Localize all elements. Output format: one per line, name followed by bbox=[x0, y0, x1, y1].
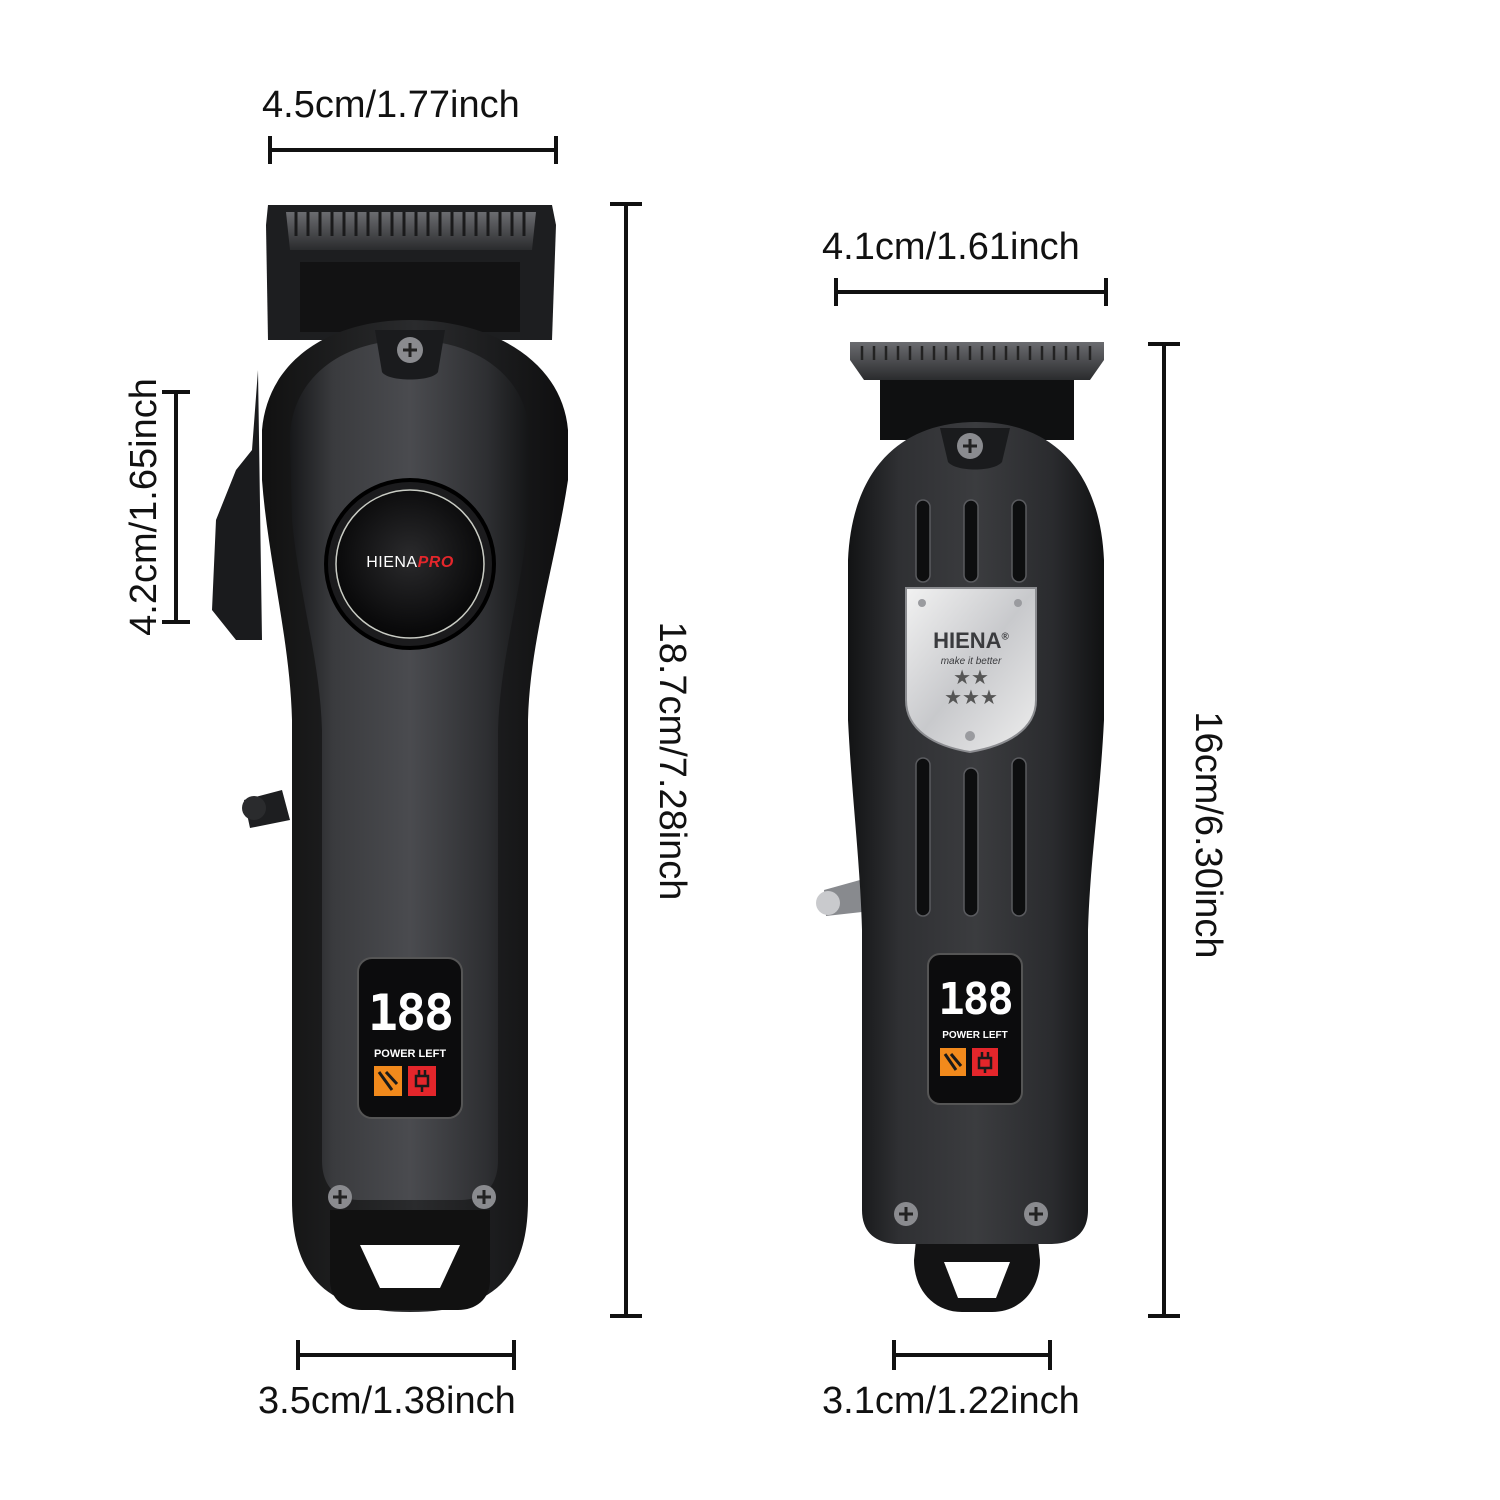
clipper-top-screw-icon bbox=[397, 337, 423, 363]
clipper-brand-accent-text: PRO bbox=[417, 554, 454, 571]
clipper-hang-hole bbox=[360, 1245, 460, 1288]
trimmer-bottom-left-screw-icon bbox=[894, 1202, 918, 1226]
clipper-top-width-label: 4.5cm/1.77inch bbox=[262, 84, 520, 126]
clipper-display-digits: 188 bbox=[367, 984, 454, 1042]
trimmer-blade bbox=[850, 342, 1104, 380]
clipper-taper-lever bbox=[212, 370, 262, 640]
clipper-brush-indicator-icon bbox=[374, 1066, 402, 1096]
clipper-brand-text: HIENA bbox=[366, 554, 418, 571]
trimmer-bottom-width-label: 3.1cm/1.22inch bbox=[822, 1380, 1080, 1422]
trimmer-stars-bottom: ★★★ bbox=[944, 687, 998, 709]
trimmer-top-screw-icon bbox=[957, 433, 983, 459]
clipper-display-label: POWER LEFT bbox=[373, 1048, 447, 1060]
clipper-bottom-width-label: 3.5cm/1.38inch bbox=[258, 1380, 516, 1422]
trimmer-display-label: POWER LEFT bbox=[942, 1030, 1008, 1041]
trimmer-top-width-label: 4.1cm/1.61inch bbox=[822, 226, 1080, 268]
clipper-bottom-right-screw-icon bbox=[472, 1185, 496, 1209]
trimmer-logo: HIENA® bbox=[908, 630, 1034, 652]
trimmer-bottom-right-screw-icon bbox=[1024, 1202, 1048, 1226]
trimmer-stars-top: ★★ bbox=[953, 667, 989, 689]
trimmer-brush-indicator-icon bbox=[940, 1048, 966, 1076]
clipper-logo: HIENAPRO bbox=[338, 554, 482, 572]
trimmer-slogan: make it better bbox=[940, 656, 1002, 667]
trimmer-hang-hole bbox=[944, 1262, 1010, 1298]
trimmer-brand-text: HIENA bbox=[933, 628, 1002, 653]
trimmer-brand-mark: ® bbox=[1001, 631, 1009, 643]
clipper-blade-teeth bbox=[286, 212, 536, 250]
trimmer-shield-plate bbox=[905, 587, 1037, 754]
trimmer-grooves bbox=[915, 499, 1027, 917]
clipper-bottom-left-screw-icon bbox=[328, 1185, 352, 1209]
trimmer-display-digits: 188 bbox=[938, 974, 1013, 1025]
